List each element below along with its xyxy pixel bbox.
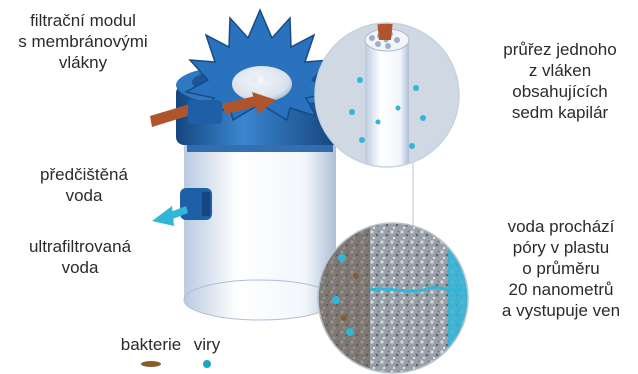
pore-cross-section bbox=[318, 223, 468, 373]
label-capillary-section: průřez jednoho z vláken obsahujících sed… bbox=[482, 39, 638, 123]
capillary-cross-section bbox=[315, 20, 459, 170]
legend-bacteria-label: bakterie bbox=[106, 334, 196, 355]
virus-icon bbox=[203, 360, 211, 368]
filter-module bbox=[176, 10, 344, 320]
label-outlet-water: ultrafiltrovaná voda bbox=[0, 236, 160, 278]
bacteria-icon bbox=[141, 361, 161, 367]
label-pores: voda prochází póry v plastu o průměru 20… bbox=[484, 216, 638, 321]
label-filter-module: filtrační modul s membránovými vlákny bbox=[4, 10, 162, 73]
legend-virus-label: viry bbox=[187, 334, 227, 355]
label-inlet-water: předčištěná voda bbox=[14, 164, 154, 206]
